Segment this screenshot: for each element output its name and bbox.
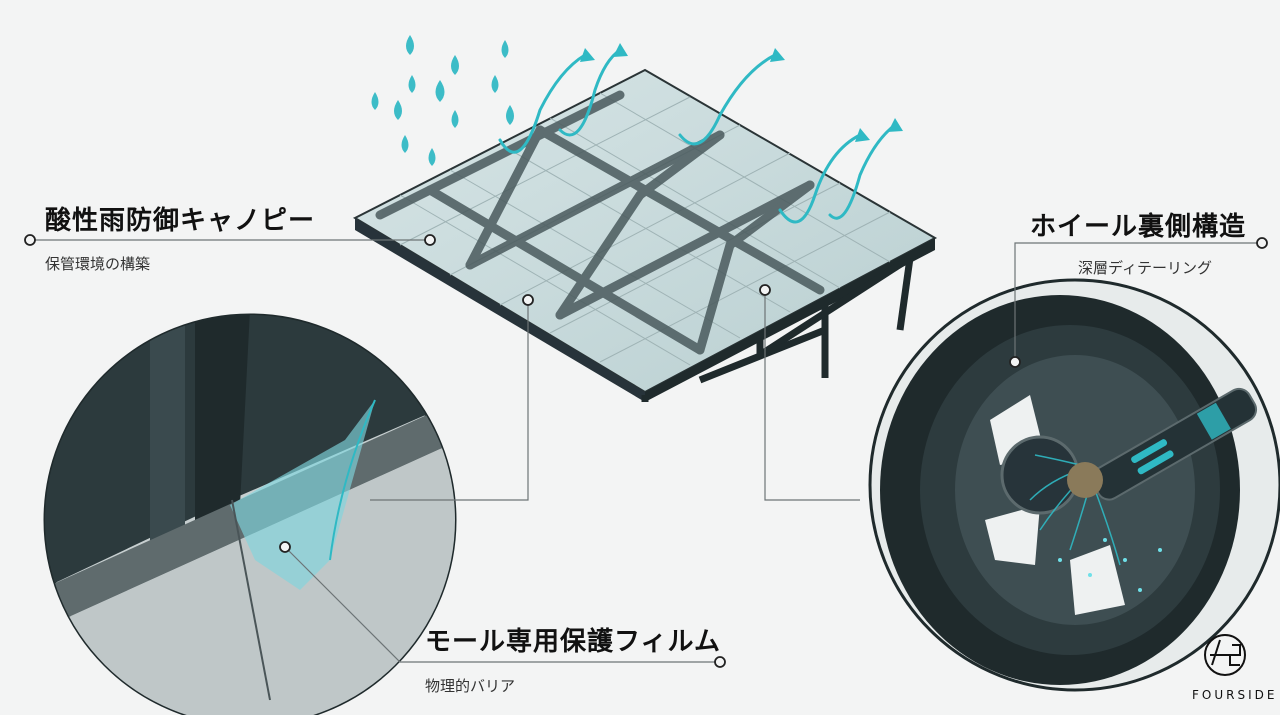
molding-title: モール専用保護フィルム bbox=[425, 627, 721, 657]
brand-name: FOURSIDE bbox=[1192, 688, 1278, 702]
molding-circle bbox=[43, 313, 457, 715]
wheel-circle bbox=[868, 278, 1280, 692]
canopy-title: 酸性雨防御キャノピー bbox=[45, 206, 316, 236]
molding-subtitle: 物理的バリア bbox=[425, 677, 516, 695]
arrow-heads bbox=[580, 43, 903, 142]
canopy-subtitle: 保管環境の構築 bbox=[45, 255, 151, 273]
rain-drops bbox=[371, 35, 514, 166]
leader-dots bbox=[24, 234, 1268, 668]
fourside-logo-icon bbox=[1204, 634, 1246, 676]
leader-lines bbox=[30, 239, 1262, 663]
wheel-title: ホイール裏側構造 bbox=[1030, 212, 1247, 242]
wheel-subtitle: 深層ディテーリング bbox=[1078, 259, 1212, 277]
canopy-illustration bbox=[352, 68, 938, 402]
rain-deflect-arrows bbox=[498, 48, 897, 224]
